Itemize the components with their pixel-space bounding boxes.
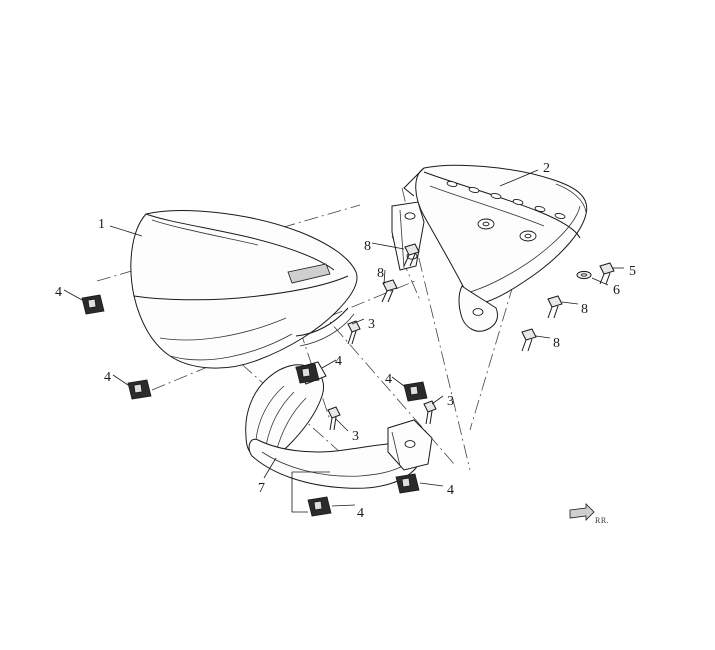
fastener-6-washer xyxy=(576,270,592,280)
callout-3-a: 3 xyxy=(368,317,375,332)
fastener-4-clip-e xyxy=(307,496,332,517)
callout-4-e: 4 xyxy=(357,506,364,521)
rear-direction-label: RR. xyxy=(595,516,610,525)
fastener-3-screw-a xyxy=(347,320,361,345)
callout-4-d: 4 xyxy=(385,372,392,387)
fastener-4-clip-d xyxy=(403,381,428,402)
callout-8-a: 8 xyxy=(364,239,371,254)
rear-direction-arrow xyxy=(569,503,595,521)
callout-4-b: 4 xyxy=(104,370,111,385)
callout-8-b: 8 xyxy=(377,266,384,281)
callout-3-b: 3 xyxy=(352,429,359,444)
callout-2: 2 xyxy=(543,161,550,176)
callout-8-d: 8 xyxy=(553,336,560,351)
callout-1: 1 xyxy=(98,217,105,232)
fastener-3-screw-c xyxy=(423,400,437,425)
fastener-8-screw-c xyxy=(547,295,563,319)
part-1-side-cover xyxy=(130,210,358,369)
leader-lines xyxy=(63,169,624,513)
fastener-8-screw-a xyxy=(403,243,420,267)
fastener-3-screw-b xyxy=(327,406,341,431)
callout-8-c: 8 xyxy=(581,302,588,317)
fastener-8-screw-d xyxy=(521,328,537,352)
fastener-4-clip-f xyxy=(395,473,420,494)
callout-3-c: 3 xyxy=(447,394,454,409)
fastener-4-clip-a xyxy=(81,294,105,315)
callout-7: 7 xyxy=(258,481,265,496)
part-2-mount-bosses xyxy=(477,218,537,242)
callout-4-a: 4 xyxy=(55,285,62,300)
callout-4-f: 4 xyxy=(447,483,454,498)
callout-6: 6 xyxy=(613,283,620,298)
fastener-5-bolt xyxy=(599,262,615,285)
callout-5: 5 xyxy=(629,264,636,279)
callout-4-c: 4 xyxy=(335,354,342,369)
part-7-lower-cover xyxy=(245,361,433,489)
part-2-vent-holes xyxy=(446,180,566,220)
part-2-inner-cover xyxy=(391,164,588,332)
fastener-4-clip-b xyxy=(127,379,152,400)
fastener-4-clip-c xyxy=(295,363,320,384)
fastener-8-screw-b xyxy=(381,279,398,303)
